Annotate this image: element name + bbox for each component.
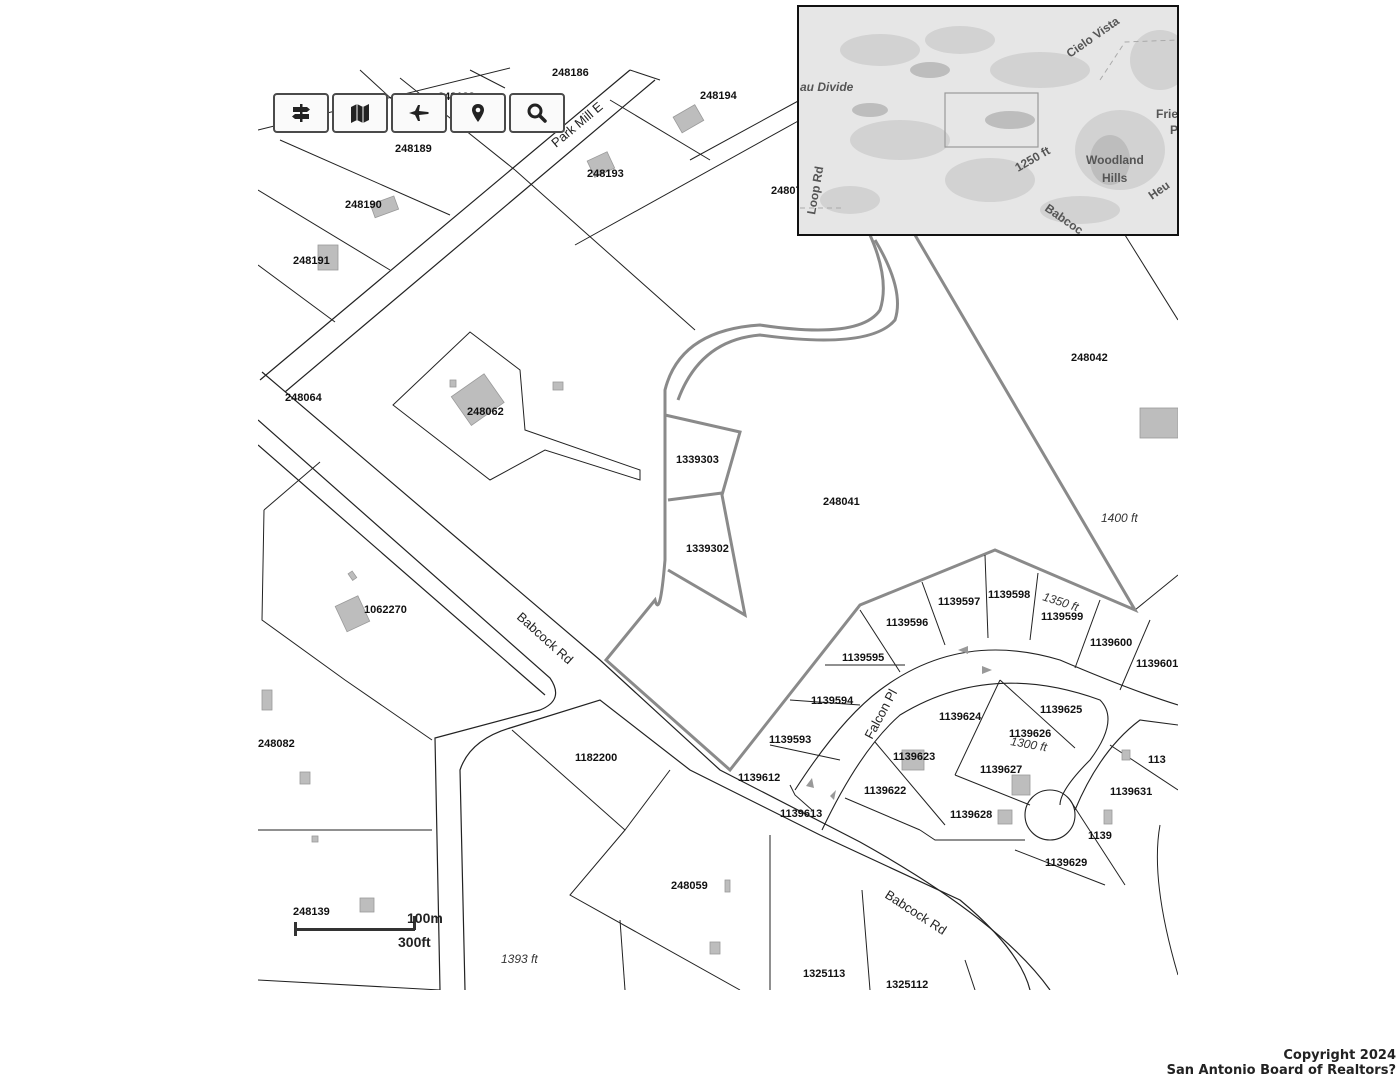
street-label-babcock: Babcock Rd: [882, 887, 949, 938]
parcel-label: 1139629: [1045, 857, 1087, 869]
parcel-label: 1325113: [803, 968, 845, 980]
parcel-label: 248082: [258, 738, 295, 750]
parcel-label: 1139601: [1136, 658, 1178, 670]
scale-metric-label: 100m: [407, 910, 443, 926]
inset-label: au Divide: [800, 80, 854, 94]
parcel-label: 248190: [345, 199, 382, 211]
copyright-notice: Copyright 2024 San Antonio Board of Real…: [1167, 1048, 1396, 1078]
subject-parcel: [603, 234, 1139, 773]
locator-inset-map[interactable]: au Divide Cielo Vista Woodland Hills Loo…: [797, 5, 1190, 238]
parcel-label: 1139623: [893, 751, 935, 763]
map-base: [258, 67, 1178, 990]
parcel-label: 1139595: [842, 652, 884, 664]
parcel-label: 248186: [552, 67, 589, 79]
parcel-label: 248059: [671, 880, 708, 892]
parcel-label: 248191: [293, 255, 330, 267]
parcel-label: 1139625: [1040, 704, 1082, 716]
building-footprints: [261, 104, 1178, 955]
elevation-label: 1393 ft: [501, 952, 538, 966]
parcel-label: 1182200: [575, 752, 617, 764]
park-mill-road: [259, 69, 656, 393]
parcel-label: 248189: [395, 143, 432, 155]
search-icon: [527, 103, 547, 123]
parcel-label: 24807: [771, 185, 802, 197]
parcel-label: 113: [1148, 754, 1166, 766]
parcel-label: 1139597: [938, 596, 980, 608]
parcel-label: 248193: [587, 168, 624, 180]
scale-imperial-label: 300ft: [398, 934, 431, 950]
signpost-icon: [292, 104, 310, 122]
parcel-label: 1139599: [1041, 611, 1083, 623]
babcock-road: [258, 371, 1051, 990]
parcel-label: 248064: [285, 392, 323, 404]
inset-terrain: au Divide Cielo Vista Woodland Hills Loo…: [800, 14, 1178, 235]
parcel-label: 1139613: [780, 808, 822, 820]
parcel-label: 1139631: [1110, 786, 1152, 798]
lot-lines: [769, 554, 1178, 976]
map-button[interactable]: [332, 93, 388, 133]
inset-label: Hills: [1102, 171, 1128, 185]
parcel-label: 248062: [467, 406, 504, 418]
parcel-label: 248042: [1071, 352, 1108, 364]
parcel-label: 1139593: [769, 734, 811, 746]
airport-button[interactable]: [391, 93, 447, 133]
inset-label: P: [1170, 123, 1178, 137]
parcel-label: 1139628: [950, 809, 992, 821]
parcel-label: 1139596: [886, 617, 928, 629]
parcel-label: 1139624: [939, 711, 982, 723]
map-icon: [351, 104, 369, 123]
parcel-label: 1339302: [686, 543, 729, 555]
parcel-label: 1139622: [864, 785, 906, 797]
parcel-label: 1139612: [738, 772, 780, 784]
parcel-label: 1139626: [1009, 728, 1051, 740]
direction-arrows: [806, 646, 992, 800]
map-toolbar: [273, 93, 565, 133]
inset-label: Frie: [1156, 107, 1178, 121]
parcel-label: 248139: [293, 906, 330, 918]
parcel-label: 1325112: [886, 979, 928, 991]
search-button[interactable]: [509, 93, 565, 133]
parcel-label: 1339303: [676, 454, 719, 466]
scale-bar: 100m 300ft: [293, 910, 443, 950]
inset-label: Woodland: [1086, 153, 1144, 167]
street-label-falcon: Falcon Pl: [861, 686, 900, 741]
scale-tick: [413, 916, 416, 930]
street-label-babcock: Babcock Rd: [514, 609, 576, 667]
parcel-label: 1139594: [811, 695, 854, 707]
parcel-label: 1139598: [988, 589, 1030, 601]
parcel-labels: 248186 248188 248189 248194 248193 24819…: [258, 67, 1178, 991]
parcel-label: 248194: [700, 90, 738, 102]
elevation-label: 1300 ft: [1009, 734, 1048, 754]
parcel-label: 1062270: [364, 604, 407, 616]
signpost-button[interactable]: [273, 93, 329, 133]
elevation-label: 1400 ft: [1101, 511, 1138, 525]
parcel-label: 1139: [1088, 830, 1112, 842]
copyright-line: Copyright 2024: [1283, 1048, 1396, 1063]
scale-line: [295, 928, 415, 931]
parcel-label: 1139600: [1090, 637, 1132, 649]
copyright-line: San Antonio Board of Realtors?: [1166, 1063, 1396, 1078]
parcel-label: 248041: [823, 496, 860, 508]
plane-icon: [409, 105, 429, 121]
location-button[interactable]: [450, 93, 506, 133]
parcel-label: 1139627: [980, 764, 1022, 776]
location-pin-icon: [472, 104, 484, 122]
